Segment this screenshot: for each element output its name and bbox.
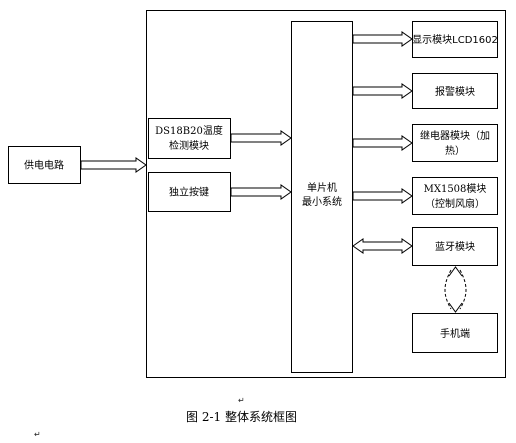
independent-button-label: 独立按键: [169, 186, 209, 199]
arrow-sensor-to-mcu: [230, 130, 292, 146]
paragraph-mark-top: ↵: [238, 396, 245, 405]
display-block: 显示模块LCD1602: [412, 21, 498, 58]
relay-label-line1: 继电器模块（加: [420, 129, 490, 142]
temperature-sensor-label-line1: DS18B20温度: [155, 124, 223, 137]
arrow-mcu-to-relay: [352, 135, 413, 151]
system-frame: [146, 10, 506, 378]
bluetooth-label: 蓝牙模块: [435, 241, 475, 253]
mcu-block: 单片机 最小系统: [291, 21, 353, 373]
display-label: 显示模块LCD1602: [412, 34, 498, 46]
arrow-mcu-to-alarm: [352, 83, 413, 99]
arrow-power-to-system: [80, 157, 147, 173]
paragraph-mark-bottom: ↵: [34, 430, 41, 439]
fan-driver-block: MX1508模块 （控制风扇）: [412, 177, 498, 215]
relay-label-line2: 热）: [445, 144, 465, 157]
arrow-button-to-mcu: [230, 184, 292, 200]
wireless-link-arrowheads: [448, 266, 463, 313]
mcu-label-line1: 单片机: [307, 181, 337, 194]
fan-driver-label-line2: （控制风扇）: [425, 197, 485, 210]
power-supply-block: 供电电路: [8, 146, 81, 184]
bluetooth-block: 蓝牙模块: [412, 227, 498, 266]
wireless-link: [444, 269, 467, 310]
connection-arrows: [80, 31, 413, 254]
phone-block: 手机端: [412, 313, 498, 353]
alarm-label: 报警模块: [435, 85, 475, 98]
mcu-label-line2: 最小系统: [302, 195, 342, 208]
arrow-mcu-to-display: [352, 31, 413, 47]
temperature-sensor-block: DS18B20温度 检测模块: [148, 118, 231, 159]
temperature-sensor-label-line2: 检测模块: [169, 139, 209, 152]
phone-label: 手机端: [440, 327, 470, 340]
fan-driver-label-line1: MX1508模块: [424, 183, 487, 195]
figure-caption: 图 2-1 整体系统框图: [186, 410, 297, 424]
arrow-mcu-to-fan: [352, 188, 413, 204]
independent-button-block: 独立按键: [148, 172, 231, 212]
power-supply-label: 供电电路: [24, 159, 64, 172]
relay-block: 继电器模块（加 热）: [412, 124, 498, 162]
alarm-block: 报警模块: [412, 73, 498, 109]
arrow-mcu-bluetooth-bidirectional: [352, 238, 413, 254]
